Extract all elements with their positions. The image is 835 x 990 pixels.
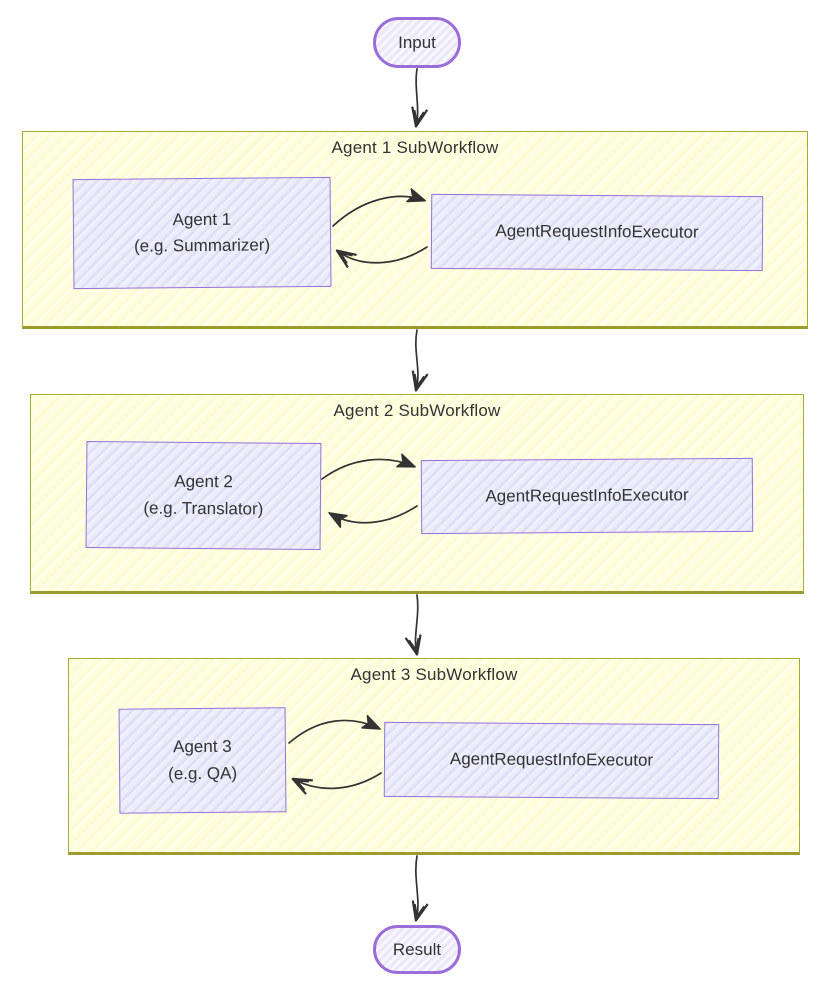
edge-input-to-subworkflow1 bbox=[411, 68, 429, 128]
subworkflow-3-container: Agent 3 SubWorkflow Agent 3 (e.g. QA) Ag… bbox=[68, 658, 800, 855]
agent-2-example: (e.g. Translator) bbox=[143, 497, 264, 519]
subworkflow-2-container: Agent 2 SubWorkflow Agent 2 (e.g. Transl… bbox=[30, 394, 804, 594]
edge-subworkflow1-to-subworkflow2 bbox=[411, 329, 429, 392]
subworkflow-3-title: Agent 3 SubWorkflow bbox=[350, 665, 518, 684]
result-node-label: Result bbox=[392, 939, 442, 959]
agent-2-node: Agent 2 (e.g. Translator) bbox=[85, 440, 322, 551]
subworkflow-1-container: Agent 1 SubWorkflow Agent 1 (e.g. Summar… bbox=[22, 131, 808, 329]
agent-2-name: Agent 2 bbox=[174, 471, 233, 492]
executor-1-node: AgentRequestInfoExecutor bbox=[430, 193, 764, 272]
executor-1-label: AgentRequestInfoExecutor bbox=[495, 221, 699, 243]
agent-1-node: Agent 1 (e.g. Summarizer) bbox=[72, 176, 332, 290]
agent-1-name: Agent 1 bbox=[172, 209, 232, 229]
subworkflow-2-title: Agent 2 SubWorkflow bbox=[333, 401, 501, 420]
result-node: Result bbox=[373, 925, 461, 974]
executor-3-label: AgentRequestInfoExecutor bbox=[449, 749, 654, 771]
executor-2-node: AgentRequestInfoExecutor bbox=[420, 457, 754, 535]
input-node: Input bbox=[373, 17, 461, 68]
executor-2-label: AgentRequestInfoExecutor bbox=[485, 485, 689, 506]
agent-3-node: Agent 3 (e.g. QA) bbox=[118, 707, 287, 814]
input-node-label: Input bbox=[398, 32, 436, 52]
executor-3-node: AgentRequestInfoExecutor bbox=[383, 721, 720, 800]
agent-3-name: Agent 3 bbox=[172, 736, 232, 757]
agent-3-example: (e.g. QA) bbox=[168, 763, 238, 783]
subworkflow-1-title: Agent 1 SubWorkflow bbox=[331, 138, 499, 157]
edge-subworkflow2-to-subworkflow3 bbox=[404, 594, 422, 656]
agent-1-example: (e.g. Summarizer) bbox=[134, 235, 271, 256]
edge-subworkflow3-to-result bbox=[411, 855, 429, 922]
